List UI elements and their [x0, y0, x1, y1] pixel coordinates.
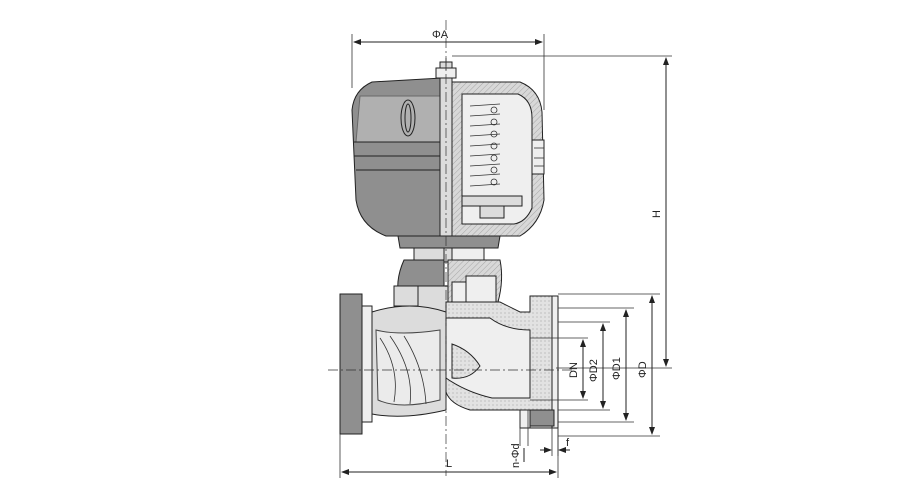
- dim-f-label: f: [566, 437, 570, 449]
- spring-icon: [469, 103, 501, 187]
- air-port: [531, 139, 545, 175]
- lifting-eye-icon: [400, 99, 416, 137]
- actuator-housing-left: [351, 77, 443, 237]
- dim-h-label: H: [651, 210, 663, 218]
- dim-a-label: ΦA: [432, 29, 449, 41]
- center-lines: [328, 20, 572, 476]
- dim-bolt-label: n-Φd: [510, 443, 522, 468]
- dim-d-label: ΦD: [637, 361, 649, 378]
- bonnet: [393, 259, 503, 313]
- dim-d1-label: ΦD1: [611, 357, 623, 380]
- valve-body: [339, 293, 559, 435]
- dimensions: ΦA H ΦD ΦD1 ΦD2 DN n-Φd: [339, 29, 672, 478]
- actuator: [351, 58, 545, 263]
- dim-dn-label: DN: [568, 362, 580, 378]
- dim-l-label: L: [446, 458, 452, 470]
- left-flange: [339, 293, 363, 435]
- dim-d2-label: ΦD2: [588, 359, 600, 382]
- right-flange: [551, 295, 559, 429]
